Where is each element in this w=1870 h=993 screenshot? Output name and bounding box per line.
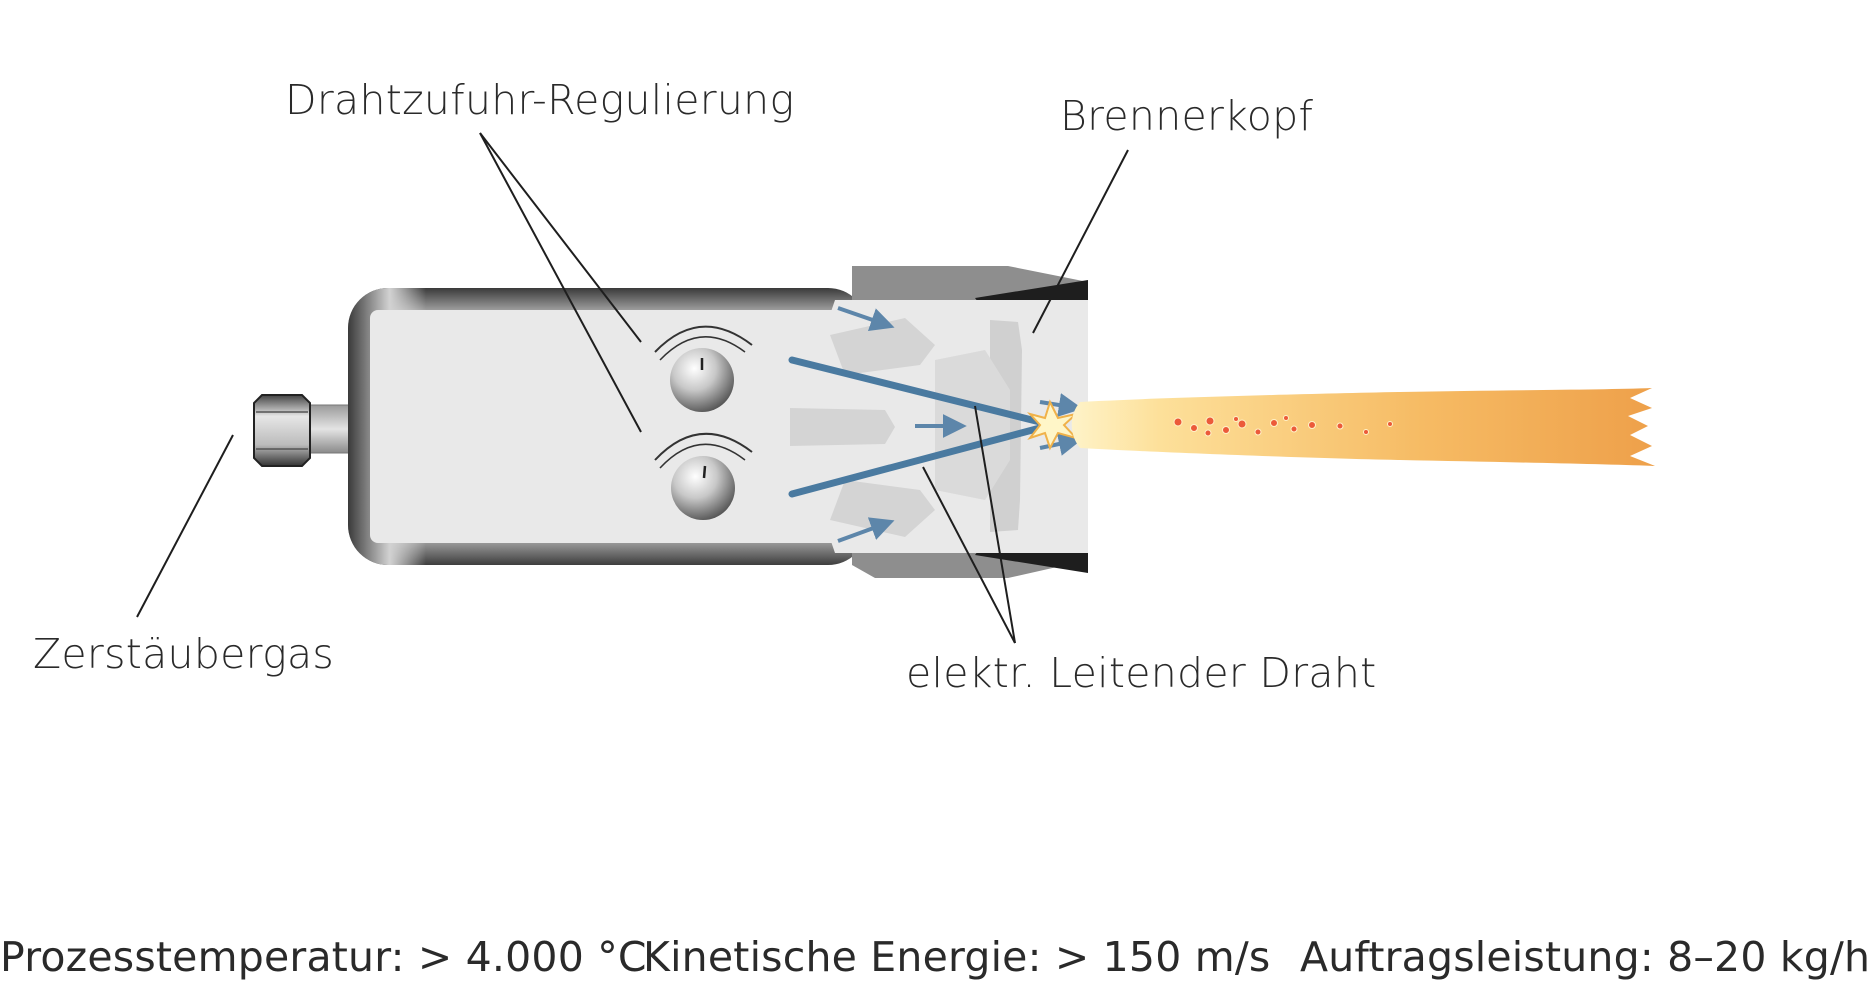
process-temperature: Prozesstemperatur: > 4.000 °C bbox=[0, 933, 647, 981]
burner-head bbox=[790, 266, 1088, 578]
wires bbox=[788, 356, 1044, 498]
gas-flow-arrows bbox=[837, 306, 1083, 543]
label-burner-head: Brennerkopf bbox=[1060, 92, 1314, 140]
wire-feed-dials bbox=[654, 325, 753, 520]
deposition-rate: Auftragsleistung: 8–20 kg/h bbox=[1300, 933, 1870, 981]
label-conductive-wire: elektr. Leitender Draht bbox=[906, 649, 1377, 697]
kinetic-energy: Kinetische Energie: > 150 m/s bbox=[643, 933, 1271, 981]
gas-connector bbox=[253, 394, 351, 467]
arc-spray-diagram bbox=[136, 132, 1655, 644]
dial-knob-upper bbox=[670, 348, 734, 412]
spray-jet bbox=[1071, 388, 1655, 466]
label-atomizer-gas: Zerstäubergas bbox=[33, 630, 335, 678]
dial-knob-lower bbox=[671, 456, 735, 520]
leader-lines bbox=[136, 132, 1129, 644]
label-wire-feed-regulation: Drahtzufuhr-Regulierung bbox=[285, 76, 795, 124]
